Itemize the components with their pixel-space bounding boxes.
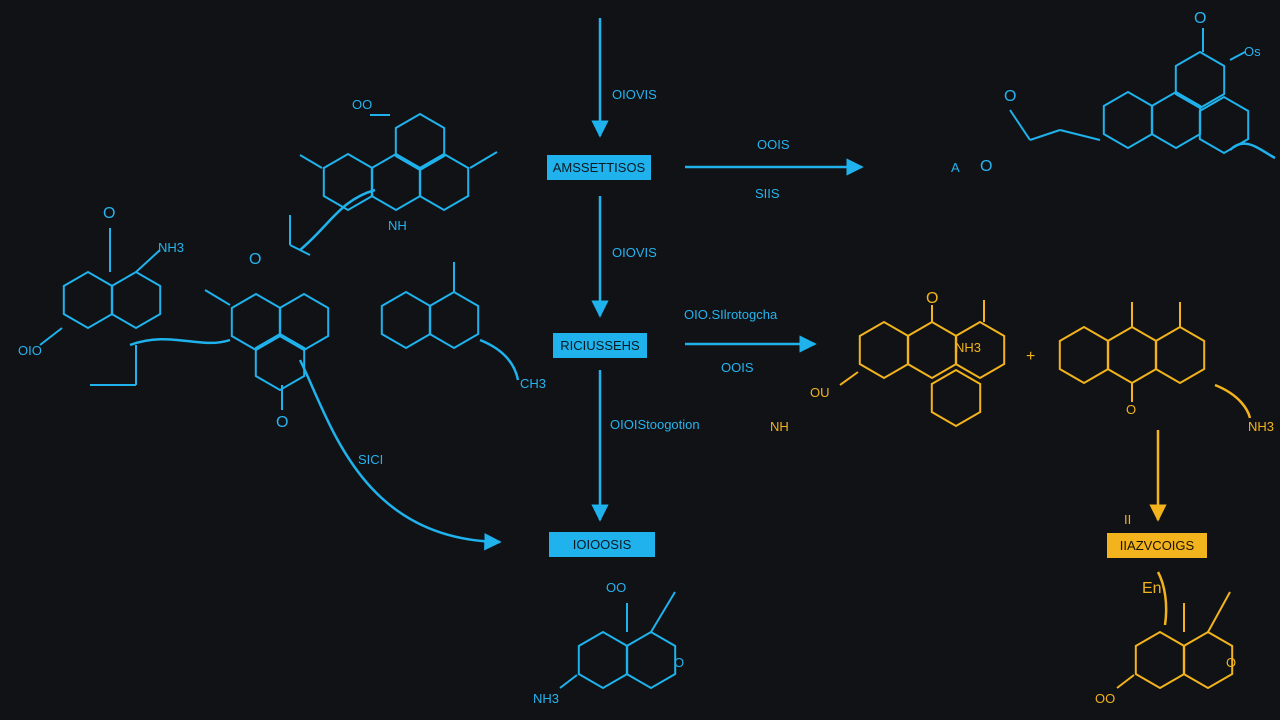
ring bbox=[110, 270, 162, 330]
label-right-mid-above: OIO.SIlrotogcha bbox=[684, 307, 778, 322]
atom-left-o-top: O bbox=[103, 205, 116, 222]
ring bbox=[1102, 90, 1154, 150]
bond bbox=[839, 371, 859, 386]
ring bbox=[1154, 325, 1206, 385]
ring bbox=[906, 320, 958, 380]
ring bbox=[1058, 325, 1110, 385]
ring bbox=[1174, 50, 1226, 110]
atom-bb-o: O bbox=[674, 655, 685, 670]
atom-yl-o: O bbox=[926, 290, 939, 307]
box-right: IIAZVCOIGS bbox=[1107, 533, 1207, 558]
ring bbox=[577, 630, 629, 690]
atom-yb-en: En bbox=[1142, 580, 1162, 597]
bond bbox=[1229, 51, 1246, 61]
atom-tr-os: Os bbox=[1244, 44, 1261, 59]
ring bbox=[954, 320, 1006, 380]
bond bbox=[204, 289, 231, 306]
atom-tr-o3: O bbox=[980, 158, 993, 175]
ring bbox=[1182, 630, 1234, 690]
atom-yr-o: O bbox=[1126, 402, 1137, 417]
ring bbox=[230, 292, 282, 352]
molecule-yellow-left bbox=[839, 300, 1006, 428]
curve-small-link bbox=[479, 338, 520, 381]
ring bbox=[394, 112, 446, 172]
atom-yb-oo: OO bbox=[1095, 691, 1116, 706]
atom-bb-nh3: NH3 bbox=[533, 691, 560, 706]
label-right-mid-below: OOIS bbox=[721, 360, 754, 375]
molecule-top-right bbox=[1009, 28, 1250, 155]
atom-yl-nh3: NH3 bbox=[955, 340, 982, 355]
atom-left-nh3: NH3 bbox=[158, 240, 185, 255]
curve-yellow-bottom bbox=[1156, 571, 1168, 626]
ring bbox=[278, 292, 330, 352]
flow-arrows bbox=[129, 18, 1276, 551]
ring bbox=[62, 270, 114, 330]
atom-left-oio: OIO bbox=[18, 343, 42, 358]
bond bbox=[1207, 591, 1231, 633]
atom-top-nh: NH bbox=[388, 218, 407, 233]
ring bbox=[930, 368, 982, 428]
curve-left-link bbox=[129, 337, 231, 347]
ring bbox=[254, 332, 306, 392]
label-curve-arrow: SICI bbox=[358, 452, 384, 467]
box-middle: RICIUSSEHS bbox=[553, 333, 647, 358]
bond bbox=[135, 249, 161, 273]
atom-left-o-bottom: O bbox=[276, 414, 289, 431]
molecule-bottom-blue bbox=[559, 591, 677, 690]
label-plus: + bbox=[1026, 348, 1036, 365]
bond bbox=[650, 591, 676, 633]
ring bbox=[418, 152, 470, 212]
atom-bb-oo: OO bbox=[606, 580, 627, 595]
bond bbox=[469, 151, 498, 169]
atom-tr-o: O bbox=[1194, 10, 1207, 27]
ring bbox=[858, 320, 910, 380]
atom-yl-ou: OU bbox=[810, 385, 830, 400]
label-right-top-below: SIIS bbox=[755, 186, 780, 201]
label-lower-arrow: OIOIStoogotion bbox=[610, 417, 700, 432]
box-top: AMSSETTISOS bbox=[547, 155, 651, 180]
ring bbox=[1106, 325, 1158, 385]
molecule-yellow-bottom bbox=[1116, 591, 1234, 690]
ring bbox=[1150, 90, 1202, 150]
atom-yr-nh3: NH3 bbox=[1248, 419, 1275, 434]
atom-yb-o: O bbox=[1226, 655, 1237, 670]
ring bbox=[625, 630, 677, 690]
bond bbox=[1029, 129, 1061, 141]
bond bbox=[1009, 109, 1031, 141]
atom-tr-a: A bbox=[951, 160, 960, 175]
ring bbox=[370, 152, 422, 212]
ring bbox=[428, 290, 480, 350]
label-right-top-above: OOIS bbox=[757, 137, 790, 152]
bond bbox=[1116, 674, 1135, 689]
label-mid-arrow: OIOVIS bbox=[612, 245, 657, 260]
molecule-left bbox=[39, 215, 330, 410]
atom-left-o-center: O bbox=[249, 251, 262, 268]
bond bbox=[289, 244, 311, 256]
ring bbox=[1198, 95, 1250, 155]
atom-yl-nh: NH bbox=[770, 419, 789, 434]
box-bottom: IOIOOSIS bbox=[549, 532, 655, 557]
ring bbox=[380, 290, 432, 350]
bond bbox=[559, 674, 578, 689]
atom-top-oo: OO bbox=[352, 97, 373, 112]
molecule-top bbox=[299, 112, 498, 212]
curve-yellow-right bbox=[1214, 383, 1252, 419]
curve-top-link bbox=[299, 188, 376, 251]
arrow-curve bbox=[298, 359, 502, 551]
molecule-yellow-right bbox=[1058, 302, 1206, 402]
molecule-small bbox=[380, 262, 480, 350]
ring bbox=[1134, 630, 1186, 690]
label-top-arrow: OIOVIS bbox=[612, 87, 657, 102]
ring bbox=[322, 152, 374, 212]
atom-tr-o2: O bbox=[1004, 88, 1017, 105]
atom-small-ch3: CH3 bbox=[520, 376, 547, 391]
bond bbox=[39, 327, 63, 346]
label-yellow-arrow: II bbox=[1124, 512, 1132, 527]
yellow-arrows bbox=[1149, 383, 1252, 626]
bond bbox=[1059, 129, 1101, 141]
bond bbox=[299, 154, 323, 169]
